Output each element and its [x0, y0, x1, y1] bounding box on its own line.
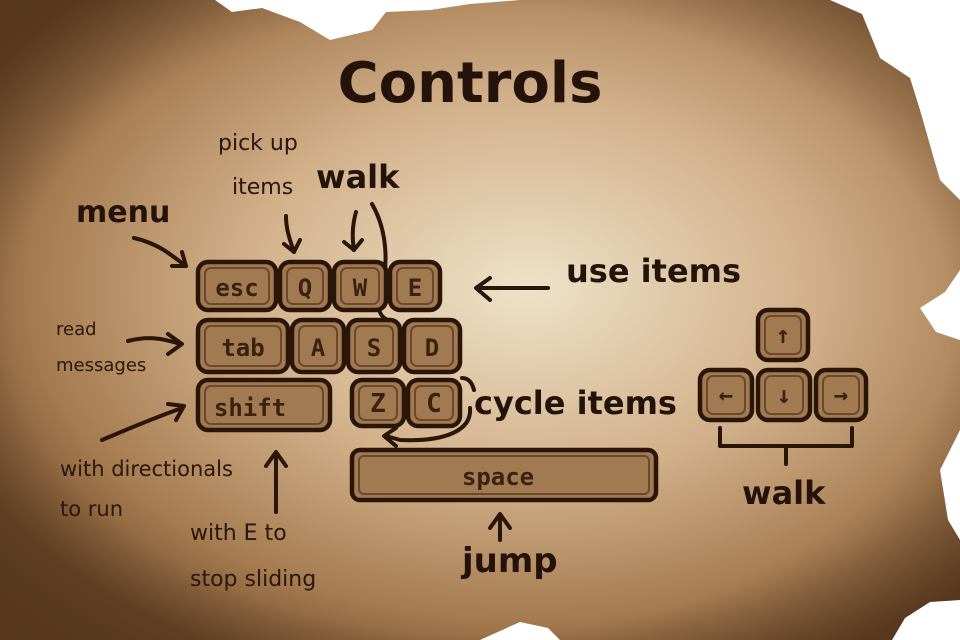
svg-text:space: space	[462, 463, 534, 491]
key-down[interactable]: ↓	[755, 367, 813, 423]
key-shift[interactable]: shift	[195, 377, 333, 433]
label-cycle-items: cycle items	[474, 384, 677, 422]
page-title: Controls	[338, 51, 603, 116]
label-menu: menu	[76, 195, 170, 230]
right-arrow-icon: →	[834, 381, 848, 409]
key-w[interactable]: W	[331, 259, 389, 313]
left-arrow-icon: ←	[719, 381, 733, 409]
key-right[interactable]: →	[813, 367, 869, 423]
svg-text:S: S	[367, 334, 381, 362]
key-left[interactable]: ←	[697, 367, 755, 423]
key-up[interactable]: ↑	[755, 307, 811, 363]
key-esc[interactable]: esc	[195, 259, 279, 313]
annotation-arrows	[100, 202, 854, 542]
key-s[interactable]: S	[345, 317, 403, 375]
label-run-2: to run	[60, 497, 123, 521]
svg-text:W: W	[353, 274, 368, 302]
key-tab[interactable]: tab	[195, 317, 291, 375]
label-walk-top: walk	[316, 158, 400, 196]
label-run: with directionals	[60, 457, 233, 481]
svg-text:esc: esc	[215, 274, 258, 302]
label-slide-2: stop sliding	[190, 567, 316, 592]
label-pick-up: pick up	[218, 131, 298, 156]
key-a[interactable]: A	[289, 317, 347, 375]
label-use-items: use items	[566, 252, 741, 290]
svg-text:D: D	[425, 334, 439, 362]
up-arrow-icon: ↑	[776, 321, 790, 349]
label-pick-up-items: items	[232, 175, 293, 200]
down-arrow-icon: ↓	[777, 381, 791, 409]
key-z[interactable]: Z	[349, 377, 407, 429]
label-jump: jump	[460, 541, 558, 581]
key-q[interactable]: Q	[277, 259, 333, 313]
svg-text:shift: shift	[214, 394, 286, 422]
svg-text:C: C	[426, 389, 442, 419]
svg-text:Q: Q	[298, 274, 312, 302]
svg-text:E: E	[408, 274, 422, 302]
key-c[interactable]: C	[405, 377, 463, 429]
label-read: read	[56, 319, 97, 340]
svg-text:Z: Z	[370, 389, 386, 419]
svg-text:tab: tab	[221, 334, 264, 362]
svg-text:A: A	[311, 334, 326, 362]
label-walk-arrows: walk	[742, 474, 826, 512]
label-read-messages: messages	[56, 355, 146, 376]
key-d[interactable]: D	[401, 317, 463, 375]
key-e[interactable]: E	[387, 259, 443, 313]
label-slide: with E to	[190, 521, 287, 546]
key-space[interactable]: space	[349, 447, 659, 503]
